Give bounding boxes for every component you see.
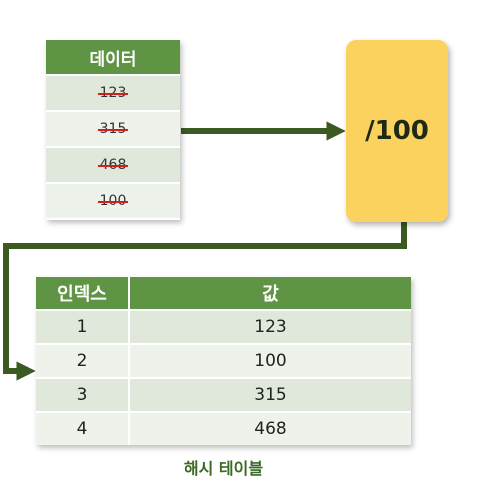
input-data-item: 468 [46,148,180,184]
index-cell: 2 [36,343,130,378]
input-data-header: 데이터 [46,40,180,76]
hash-function-label: /100 [365,116,429,146]
index-cell: 1 [36,309,130,344]
value-cell: 123 [129,309,411,344]
input-data-table: 데이터 123 315 468 100 [46,40,180,220]
input-data-item: 315 [46,112,180,148]
value-cell: 315 [129,377,411,412]
table-row: 1 123 [36,309,411,344]
struck-value: 468 [97,157,129,173]
value-cell: 100 [129,343,411,378]
table-row: 2 100 [36,343,411,378]
input-data-cells: 123 315 468 100 [46,76,180,220]
input-data-item: 100 [46,184,180,220]
arrow-hash-to-table [3,222,407,381]
index-cell: 4 [36,411,130,445]
struck-value: 100 [97,193,129,209]
hash-table-header-row: 인덱스 값 [36,277,411,310]
column-header-index: 인덱스 [36,277,130,310]
hash-table: 인덱스 값 1 123 2 100 3 315 4 468 [36,277,411,445]
struck-value: 315 [97,121,129,137]
value-cell: 468 [129,411,411,445]
column-header-value: 값 [129,277,411,310]
table-row: 3 315 [36,377,411,412]
table-row: 4 468 [36,411,411,445]
hash-table-caption: 해시 테이블 [183,459,264,478]
input-data-item: 123 [46,76,180,112]
index-cell: 3 [36,377,130,412]
struck-value: 123 [97,85,129,101]
hash-function-box: /100 [346,40,448,222]
